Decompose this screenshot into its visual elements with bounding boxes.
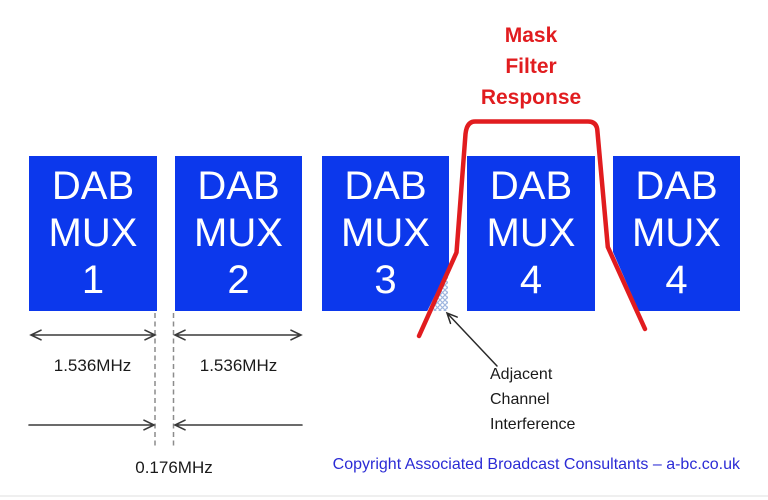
dab-mux-3-box: DAB MUX 3 xyxy=(322,156,449,311)
dab-mux-4b-box: DAB MUX 4 xyxy=(613,156,740,311)
mux-4-line-1: DAB xyxy=(489,164,573,208)
mux-4b-line-3: 4 xyxy=(665,258,688,302)
gap-width-label: 0.176MHz xyxy=(135,458,213,477)
mask-label-line-3: Response xyxy=(480,86,582,109)
gap-dashed-guides xyxy=(154,313,175,446)
annotation-line-3: Interference xyxy=(490,416,576,433)
mux-4b-line-2: MUX xyxy=(632,211,721,255)
adjacent-channel-interference-label: Adjacent Channel Interference xyxy=(490,362,575,437)
mux-1-line-3: 1 xyxy=(81,258,105,302)
gap-arrow-right xyxy=(173,419,303,431)
dab-mux-2-box: DAB MUX 2 xyxy=(175,156,302,311)
mux1-width-label: 1.536MHz xyxy=(53,356,132,375)
copyright-text: Copyright Associated Broadcast Consultan… xyxy=(332,456,740,473)
mux2-width-arrow xyxy=(173,329,303,341)
bottom-divider xyxy=(0,495,768,497)
mux-2-line-3: 2 xyxy=(227,258,250,302)
mux2-width-label: 1.536MHz xyxy=(199,356,278,375)
mask-label-line-1: Mask xyxy=(504,24,558,47)
mux-4-line-3: 4 xyxy=(519,258,543,302)
mux-1-line-1: DAB xyxy=(51,164,135,208)
mux-3-line-3: 3 xyxy=(374,258,397,302)
mux1-width-arrow xyxy=(29,329,157,341)
gap-arrow-left xyxy=(28,419,156,431)
dab-mux-1-box: DAB MUX 1 xyxy=(29,156,157,311)
mux-3-line-2: MUX xyxy=(341,211,430,255)
mux-4b-line-1: DAB xyxy=(635,164,718,208)
annotation-line-2: Channel xyxy=(490,391,550,408)
mask-filter-response-label: Mask Filter Response xyxy=(446,20,616,113)
mux-2-line-1: DAB xyxy=(197,164,280,208)
mux-1-line-2: MUX xyxy=(48,211,138,255)
dab-mux-4-box: DAB MUX 4 xyxy=(467,156,595,311)
mux-3-line-1: DAB xyxy=(344,164,427,208)
mux-4-line-2: MUX xyxy=(486,211,576,255)
mux-2-line-2: MUX xyxy=(194,211,283,255)
interference-pointer-arrow xyxy=(445,311,498,367)
annotation-line-1: Adjacent xyxy=(490,366,553,383)
mask-label-line-2: Filter xyxy=(505,55,557,78)
